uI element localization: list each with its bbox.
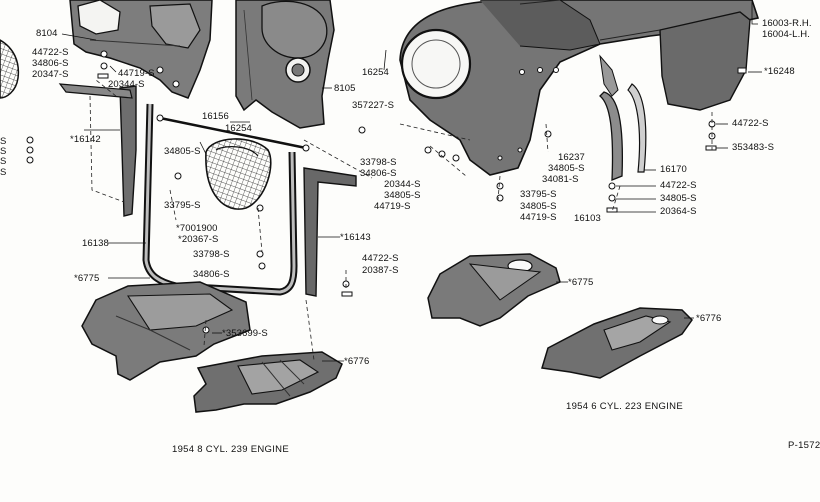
assembly-lines <box>89 79 713 361</box>
callout-16248: *16248 <box>764 66 795 77</box>
callout-edge-2: S <box>0 146 7 157</box>
callout-44719-c: 44719-S <box>520 212 557 223</box>
deflector-8cyl <box>193 351 343 413</box>
callout-8105: 8105 <box>334 83 356 94</box>
callout-edge-1: S <box>0 136 7 147</box>
callout-20344-b: 20344-S <box>384 179 421 190</box>
callout-34081: 34081-S <box>542 174 579 185</box>
front-fender <box>399 0 760 176</box>
callout-20367: *20367-S <box>178 234 219 245</box>
callout-7001900: *7001900 <box>176 223 218 234</box>
callout-edge-3: S <box>0 156 7 167</box>
callout-34805-d: 34805-S <box>548 163 585 174</box>
callout-16142: *16142 <box>70 134 101 145</box>
callout-20364: 20364-S <box>660 206 697 217</box>
callout-6775-a: *6775 <box>74 273 100 284</box>
callout-16254-b: 16254 <box>362 67 389 78</box>
callout-33798-a: 33798-S <box>360 157 397 168</box>
callout-8104: 8104 <box>36 28 58 39</box>
sheet-number: P-1572 <box>788 440 820 451</box>
callout-44719-b: 44719-S <box>374 201 411 212</box>
callout-16103: 16103 <box>574 213 601 224</box>
shield-rod <box>142 103 298 296</box>
callout-33795-b: 33795-S <box>520 189 557 200</box>
callout-34806-c: 34806-S <box>193 269 230 280</box>
callout-16138: 16138 <box>82 238 109 249</box>
callout-16004: 16004-L.H. <box>762 29 811 40</box>
callout-20344-a: 20344-S <box>108 79 145 90</box>
tie-rod <box>156 114 310 152</box>
shield-bracket-left <box>58 83 137 217</box>
callout-34806-a: 34806-S <box>32 58 69 69</box>
callout-20387: 20387-S <box>362 265 399 276</box>
callout-16143: *16143 <box>340 232 371 243</box>
callout-16254-a: 16254 <box>225 123 252 134</box>
caption-6cyl: 1954 6 CYL. 223 ENGINE <box>566 401 683 412</box>
callout-353483: 353483-S <box>732 142 775 153</box>
shield-bracket-right <box>303 167 357 297</box>
callout-33795-a: 33795-S <box>164 200 201 211</box>
baffle-6cyl <box>427 253 561 327</box>
callout-34805-a: 34805-S <box>164 146 201 157</box>
fender-moldings <box>599 83 647 181</box>
deflector-6cyl <box>541 307 693 379</box>
callout-16237: 16237 <box>558 152 585 163</box>
callout-34805-c: 34805-S <box>520 201 557 212</box>
callout-357227: 357227-S <box>352 100 395 111</box>
callout-44722-c: 44722-S <box>732 118 769 129</box>
callout-34805-b: 34805-S <box>384 190 421 201</box>
callout-44719-a: 44719-S <box>118 68 155 79</box>
leader-lines <box>61 2 762 362</box>
callout-34806-b: 34806-S <box>360 168 397 179</box>
callout-20347: 20347-S <box>32 69 69 80</box>
callout-44722-d: 44722-S <box>660 180 697 191</box>
callout-16156: 16156 <box>202 111 229 122</box>
callout-353699: *353699-S <box>222 328 268 339</box>
callout-6776-b: *6776 <box>696 313 722 324</box>
grille-fragment <box>0 39 20 99</box>
callout-edge-4: S <box>0 167 7 178</box>
callout-6775-b: *6775 <box>568 277 594 288</box>
callout-33798-b: 33798-S <box>193 249 230 260</box>
callout-6776-a: *6776 <box>344 356 370 367</box>
callout-34805-e: 34805-S <box>660 193 697 204</box>
callout-16170: 16170 <box>660 164 687 175</box>
splash-shield-center <box>235 0 335 129</box>
callout-44722-b: 44722-S <box>362 253 399 264</box>
splash-shield-left <box>69 0 213 99</box>
caption-8cyl: 1954 8 CYL. 239 ENGINE <box>172 444 289 455</box>
screen-assembly <box>205 138 272 210</box>
callout-44722-a: 44722-S <box>32 47 69 58</box>
callout-16003: 16003-R.H. <box>762 18 812 29</box>
